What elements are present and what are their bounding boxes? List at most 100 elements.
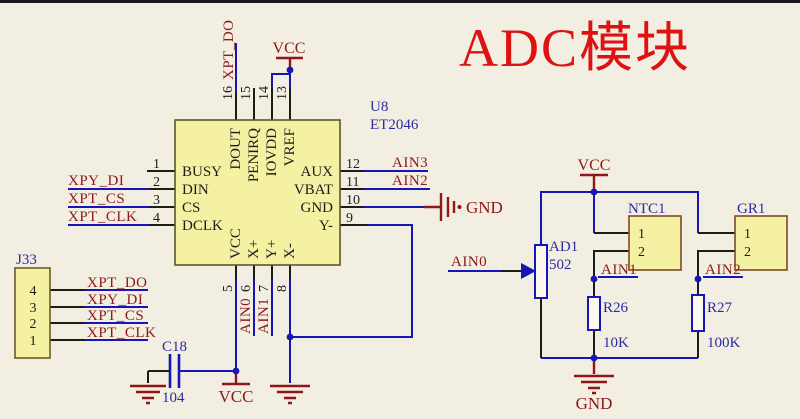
- stub-chip-bottom: [235, 265, 291, 280]
- top-border-strip: [0, 0, 800, 3]
- stub-chip-top: [235, 88, 291, 120]
- chip-pin-name: AUX: [301, 164, 334, 180]
- pin-number: 4: [30, 284, 37, 299]
- net-label: AIN0: [451, 254, 487, 270]
- net-label: AIN1: [256, 298, 272, 334]
- resistor-ref: R26: [603, 300, 629, 316]
- net-label: XPT_DO: [221, 19, 237, 80]
- stub-chip-left: [147, 170, 175, 226]
- stub-j33: [50, 289, 85, 341]
- thermistor-ntc1-body: [628, 215, 682, 271]
- page-title: ADC模块: [459, 18, 691, 78]
- pin-number: 15: [239, 86, 254, 100]
- chip-pin-name: VBAT: [294, 182, 333, 198]
- gnd-label-right: GND: [576, 394, 613, 413]
- pin-number: 3: [30, 301, 37, 316]
- pin-number: 11: [346, 175, 359, 190]
- pin-number: 12: [346, 157, 360, 172]
- photoresistor-ref: GR1: [737, 201, 765, 217]
- wire-pin9-loop: [290, 224, 413, 338]
- chip-pin-name: GND: [301, 200, 334, 216]
- chip-ref: U8: [370, 99, 388, 115]
- gnd-symbol-dot: [457, 205, 462, 209]
- pin-number: 8: [275, 285, 290, 292]
- connector-j33-body: [14, 267, 51, 359]
- chip-pin-name: X+: [246, 240, 262, 259]
- net-label: AIN2: [392, 173, 428, 189]
- resistor-r27-body: [691, 294, 705, 332]
- earth-symbol-pin8: [270, 384, 310, 405]
- chip-pin-name: DIN: [182, 182, 209, 198]
- chip-pin-name: VCC: [228, 228, 244, 259]
- gnd-symbol-pin10: [424, 193, 456, 221]
- earth-symbol-c18: [130, 384, 166, 405]
- resistor-r26-body: [587, 296, 601, 331]
- net-label: AIN0: [238, 298, 254, 334]
- pin-number: 10: [346, 193, 360, 208]
- potentiometer-ad1-body: [534, 244, 548, 299]
- pin-number: 4: [153, 211, 160, 226]
- pin-number: 1: [744, 227, 751, 242]
- wire-bottom-pins: [235, 265, 291, 383]
- pin-number: 5: [221, 285, 236, 292]
- vcc-label-top: VCC: [273, 40, 306, 57]
- chip-pin-name: DOUT: [228, 128, 244, 170]
- pin-stubs: [50, 88, 735, 383]
- pin-number: 2: [744, 245, 751, 260]
- lead-gr1: [697, 232, 735, 279]
- net-label: XPT_CLK: [68, 209, 137, 225]
- wire-j33-nets: [50, 289, 148, 341]
- chip-pin-name: X-: [282, 243, 298, 259]
- chip-pin-name: DCLK: [182, 218, 223, 234]
- vcc-label-bottom: VCC: [219, 387, 254, 406]
- wiper-arrow-icon: [521, 263, 536, 279]
- pin-number: 2: [638, 245, 645, 260]
- pin-number: 14: [257, 86, 272, 100]
- net-label: AIN1: [601, 262, 637, 278]
- pin-number: 9: [346, 211, 353, 226]
- net-label: AIN2: [705, 262, 741, 278]
- pin-number: 1: [153, 157, 160, 172]
- thermistor-ref: NTC1: [628, 201, 666, 217]
- pin-number: 1: [30, 334, 37, 349]
- net-label: XPT_DO: [87, 275, 148, 291]
- net-label: AIN3: [392, 155, 428, 171]
- pin-number: 1: [638, 227, 645, 242]
- net-label: XPT_CLK: [87, 325, 156, 341]
- vcc-label-right: VCC: [578, 157, 611, 174]
- potentiometer-value: 502: [549, 257, 572, 273]
- chip-pin-name: Y-: [319, 218, 333, 234]
- pin-number: 2: [153, 175, 160, 190]
- chip-pin-name: Y+: [264, 240, 280, 259]
- net-label: XPY_DI: [68, 173, 124, 189]
- pin-number: 2: [30, 317, 37, 332]
- chip-pin-name: PENIRQ: [246, 128, 262, 182]
- chip-pin-name: IOVDD: [264, 128, 280, 176]
- chip-pin-name: CS: [182, 200, 200, 216]
- gnd-label-pin10: GND: [466, 198, 503, 217]
- capacitor-value: 104: [162, 390, 185, 406]
- pin-number: 16: [221, 86, 236, 100]
- stub-chip-right: [340, 170, 368, 226]
- chip-body: [174, 119, 341, 266]
- connector-ref: J33: [16, 252, 37, 268]
- photoresistor-gr1-body: [734, 215, 788, 271]
- resistor-value: 10K: [603, 335, 629, 351]
- net-wires: [50, 43, 743, 388]
- chip-pin-name: BUSY: [182, 164, 222, 180]
- resistor-value: 100K: [707, 335, 741, 351]
- power-symbols: [130, 56, 614, 405]
- pin-number: 6: [239, 285, 254, 292]
- lead-c18-left: [147, 370, 170, 383]
- net-label: XPY_DI: [87, 292, 143, 308]
- junction-dots: [232, 66, 702, 375]
- earth-symbol-right: [574, 358, 614, 395]
- potentiometer-ref: AD1: [549, 239, 578, 255]
- resistor-ref: R27: [707, 300, 733, 316]
- pin-number: 3: [153, 193, 160, 208]
- wire-vcc-distribution: [540, 191, 699, 245]
- net-label: XPT_CS: [87, 308, 144, 324]
